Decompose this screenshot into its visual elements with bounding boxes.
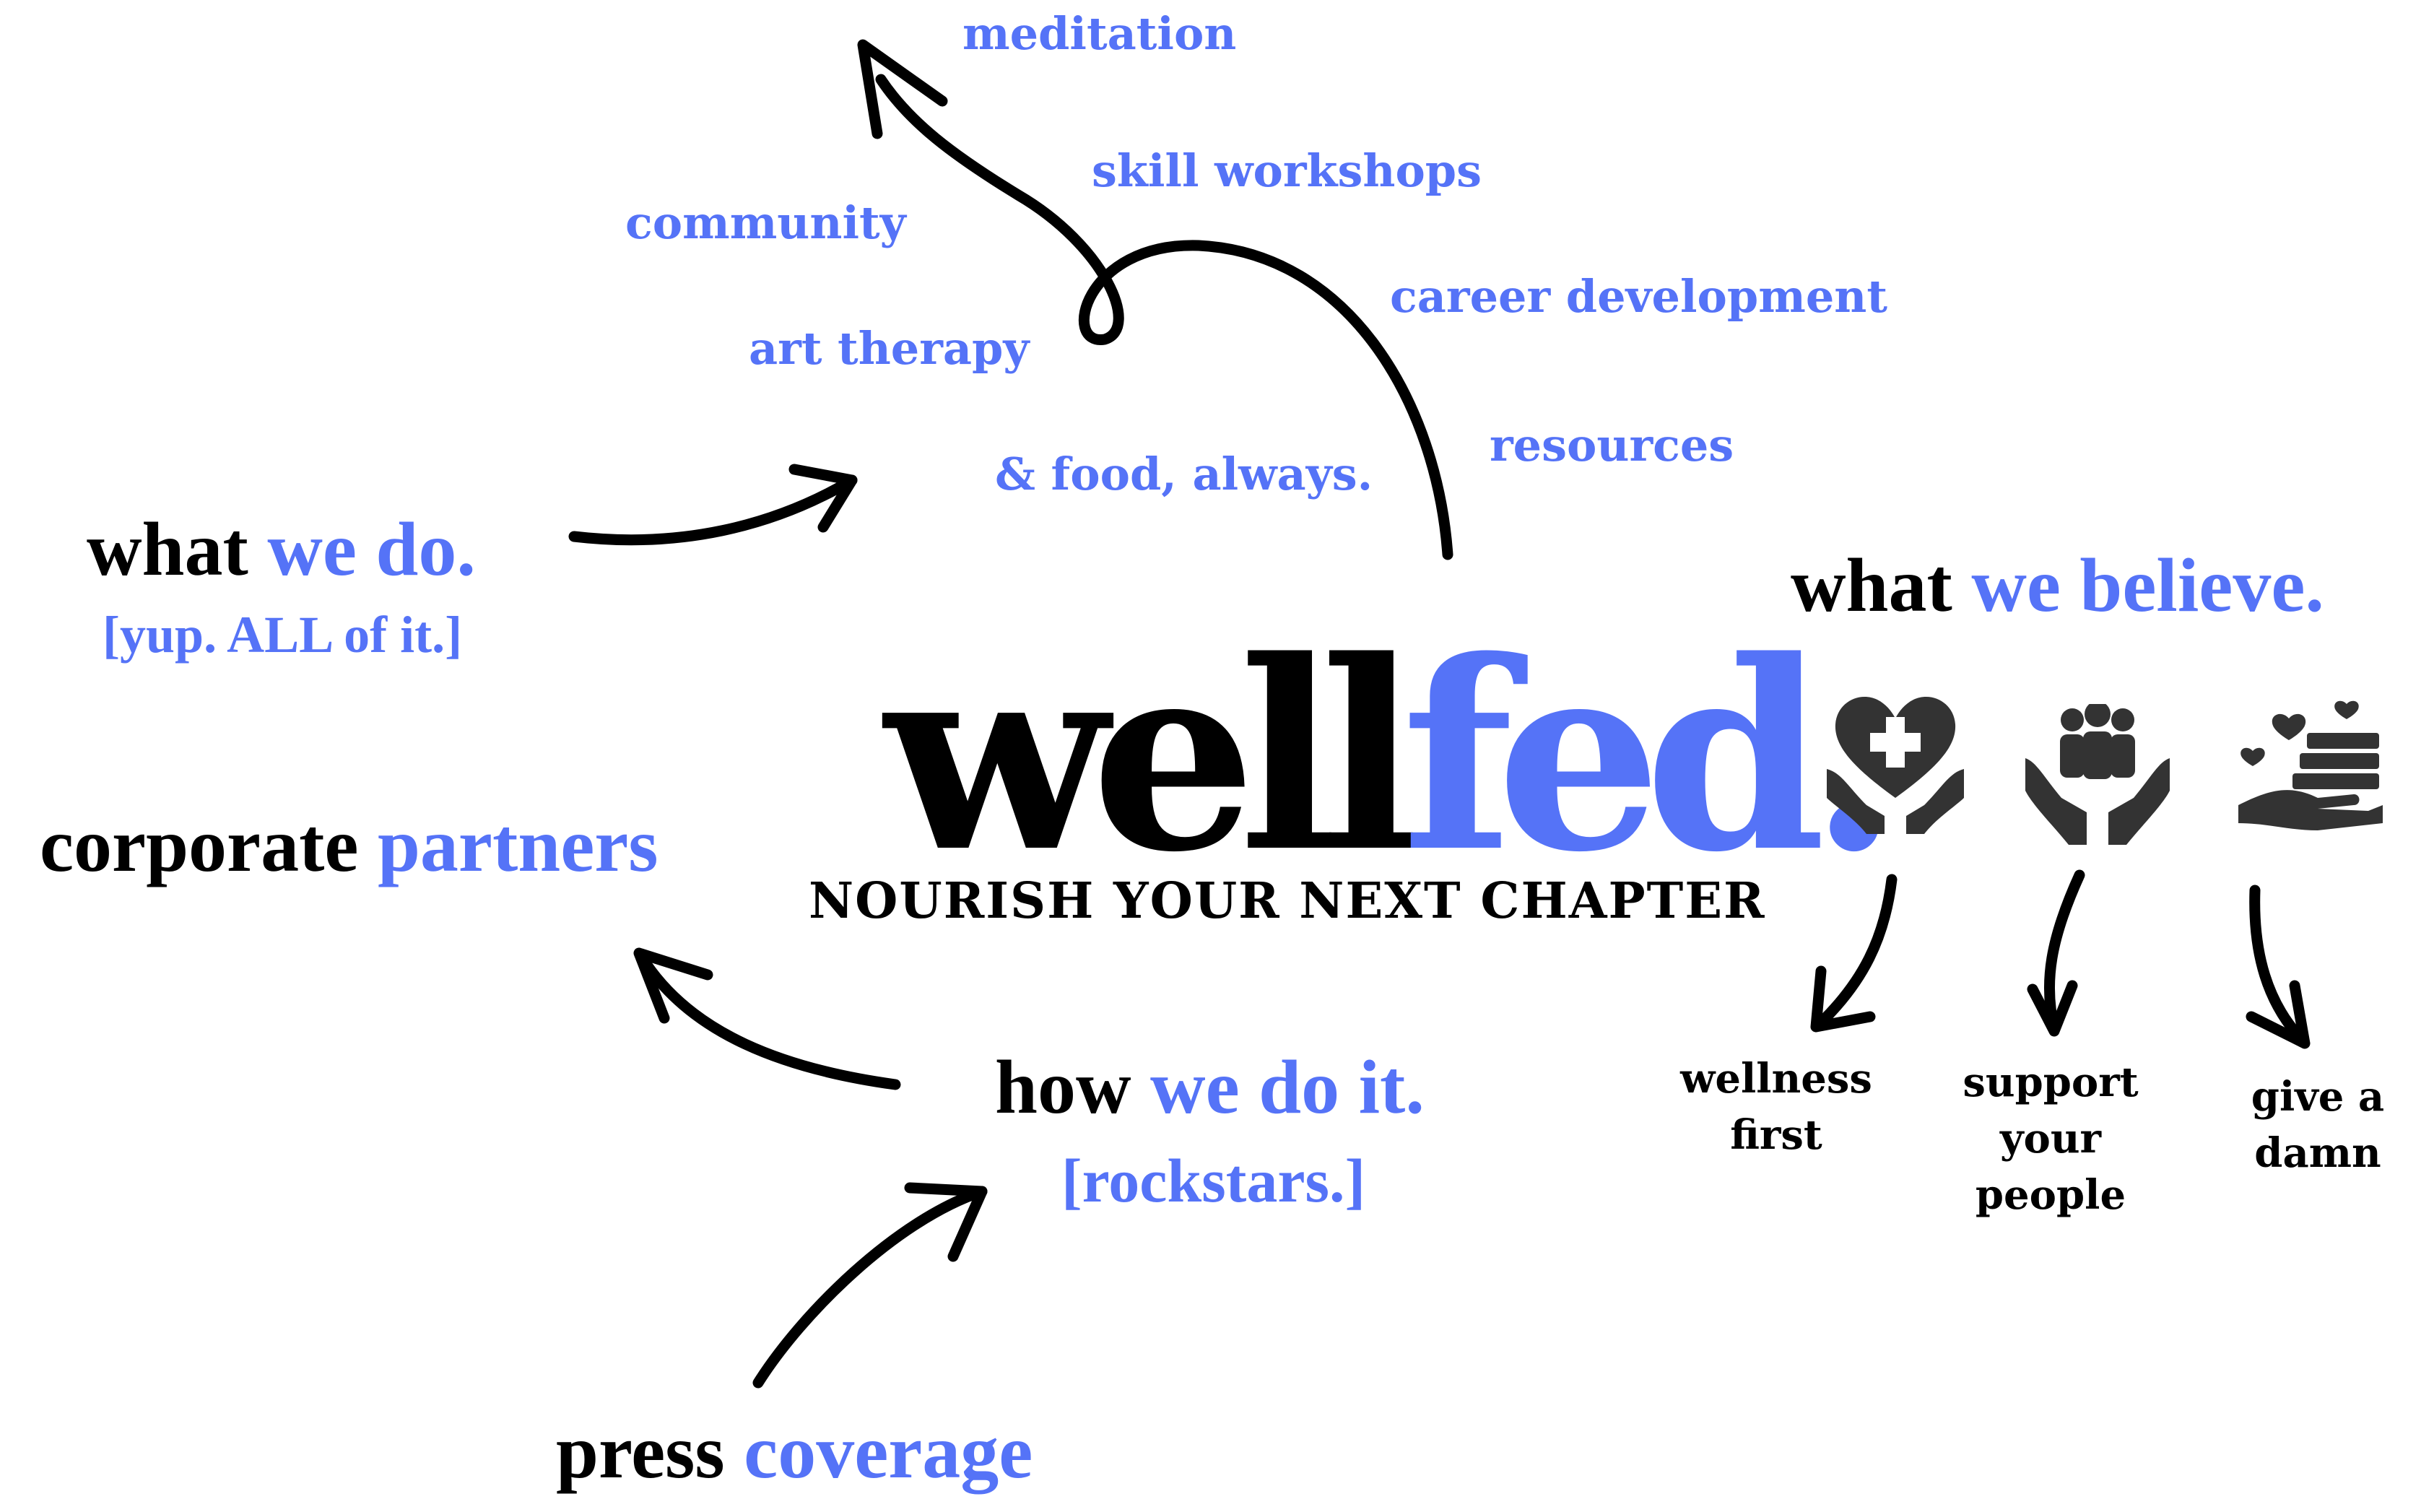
heart-hands-icon xyxy=(1827,690,1964,834)
service-career-development: career development xyxy=(1390,270,1888,323)
arrow-from-press xyxy=(752,1186,988,1389)
press-coverage-lead: press xyxy=(556,1409,725,1494)
arrowhead-meditation xyxy=(857,39,948,139)
value-label-support: support your people xyxy=(1963,1059,2139,1219)
what-we-do-heading: what we do. xyxy=(87,505,476,594)
arrow-wellness xyxy=(1814,874,1898,1030)
what-we-do-sub: [yup. ALL of it.] xyxy=(103,606,463,664)
how-we-do-it-accent: we do it. xyxy=(1150,1045,1425,1129)
corporate-partners-heading: corporate partners xyxy=(40,801,659,890)
service-art-therapy: art therapy xyxy=(749,322,1030,375)
arrowhead-give xyxy=(2246,980,2311,1049)
corporate-partners-lead: corporate xyxy=(40,803,359,887)
arrowhead-wellness xyxy=(1810,965,1876,1033)
arrowhead-press xyxy=(904,1182,988,1262)
logo-tagline: NOURISH YOUR NEXT CHAPTER xyxy=(809,872,1766,930)
arrow-give xyxy=(2249,885,2309,1047)
what-we-believe-lead: what xyxy=(1791,543,1952,627)
arrowhead-corporate xyxy=(633,947,713,1024)
value-label-wellness: wellness first xyxy=(1680,1055,1872,1159)
logo-fed: fed. xyxy=(1401,604,1899,909)
how-we-do-it-heading: how we do it. xyxy=(995,1043,1425,1131)
what-we-believe-accent: we believe. xyxy=(1971,543,2324,627)
people-hands-icon xyxy=(2025,704,2170,848)
arrow-support xyxy=(2043,869,2085,1035)
arrow-to-corporate xyxy=(640,958,901,1090)
corporate-partners-accent: partners xyxy=(377,803,659,887)
service-food: & food, always. xyxy=(995,448,1373,500)
service-skill-workshops: skill workshops xyxy=(1092,144,1482,197)
service-resources: resources xyxy=(1490,419,1734,472)
service-community: community xyxy=(625,196,906,249)
what-we-believe-heading: what we believe. xyxy=(1791,542,2324,630)
giving-hand-icon xyxy=(2238,697,2383,834)
logo-well: well xyxy=(885,604,1419,909)
arrow-up-to-meditation xyxy=(875,74,1453,560)
press-coverage-accent: coverage xyxy=(744,1409,1033,1494)
arrow-what-we-do xyxy=(568,474,858,546)
how-we-do-it-sub: [rockstars.] xyxy=(1061,1146,1366,1215)
what-we-do-lead: what xyxy=(87,507,248,591)
arrowhead-what-we-do xyxy=(788,464,858,533)
arrowhead-support xyxy=(2027,980,2078,1037)
logo: wellfed. xyxy=(885,627,1899,887)
how-we-do-it-lead: how xyxy=(995,1045,1131,1129)
what-we-do-accent: we do. xyxy=(267,507,476,591)
press-coverage-heading: press coverage xyxy=(556,1408,1033,1496)
service-meditation: meditation xyxy=(962,7,1237,60)
value-label-give: give a damn xyxy=(2251,1073,2385,1177)
